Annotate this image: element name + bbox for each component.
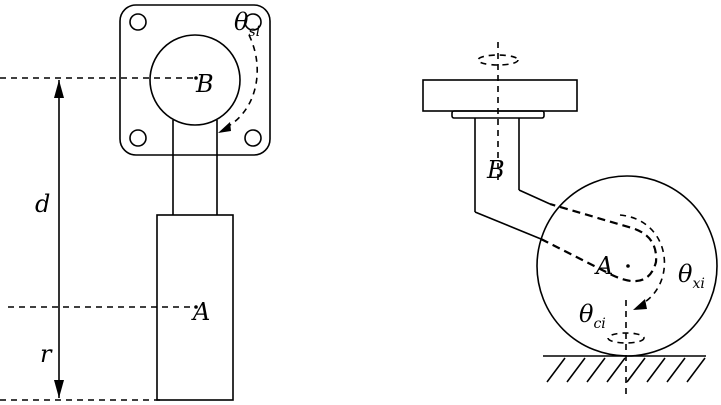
- ground-hatching: [546, 357, 706, 383]
- label-theta-x: θxi: [678, 260, 705, 292]
- label-d: d: [35, 190, 50, 218]
- rolling-angle-arc: [619, 214, 666, 306]
- contact-rotation-ellipse: [607, 332, 645, 344]
- label-r: r: [40, 340, 53, 368]
- bolt-hole-top-left: [129, 13, 147, 31]
- fork-hidden-arm: [540, 202, 658, 283]
- point-B-left: [194, 76, 198, 80]
- label-B-left: B: [195, 70, 214, 98]
- swivel-rotation-ellipse: [477, 54, 519, 66]
- label-theta-c: θci: [579, 300, 606, 332]
- dimension-arrow-bottom: [54, 380, 64, 398]
- right-view: B A θxi θci: [422, 42, 718, 398]
- swivel-hub: [149, 34, 241, 126]
- label-B-right: B: [486, 156, 505, 184]
- dimension-arrow-top: [54, 80, 64, 98]
- mounting-plate: [119, 4, 271, 156]
- label-theta-s: θsi: [234, 8, 260, 40]
- rolling-angle-arrowhead: [633, 299, 647, 310]
- label-A-left: A: [191, 298, 210, 326]
- point-A-right: [626, 264, 630, 268]
- fork-top-edge: [518, 189, 551, 205]
- label-A-right: A: [594, 252, 613, 280]
- bolt-hole-top-right: [244, 13, 262, 31]
- fork-bottom-edge: [474, 211, 542, 240]
- bolt-hole-bottom-left: [129, 129, 147, 147]
- top-plate: [422, 79, 578, 112]
- point-A-left: [194, 305, 198, 309]
- left-view: B θsi d A r: [0, 4, 271, 401]
- swivel-angle-arrowhead: [218, 122, 231, 133]
- bolt-hole-bottom-right: [244, 129, 262, 147]
- wheel-side: [156, 214, 234, 401]
- swivel-angle-arc: [224, 34, 258, 129]
